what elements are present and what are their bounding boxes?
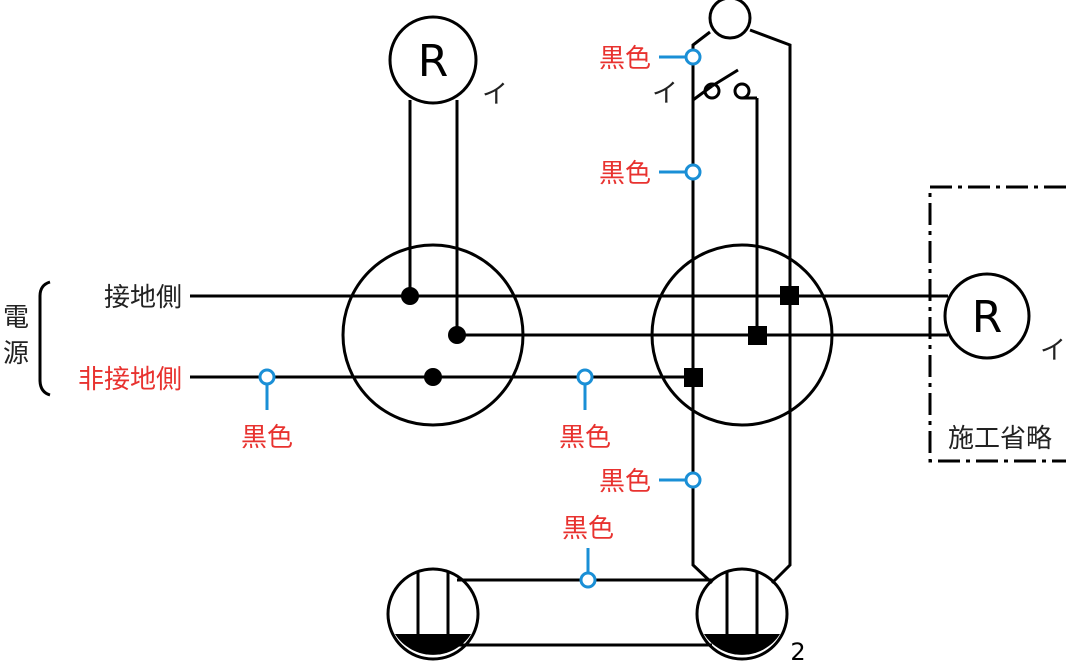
outlet-count-label: 2	[790, 638, 805, 666]
sleeve-right-grounded	[780, 286, 799, 305]
lamp-left: R	[388, 15, 478, 105]
power-source-label-bottom: 源	[3, 339, 29, 369]
svg-text:黒色: 黒色	[599, 159, 651, 189]
svg-text:黒色: 黒色	[241, 423, 293, 453]
grounded-side-label: 接地側	[104, 283, 182, 313]
lamp-right-symbol: R	[972, 292, 1003, 343]
outlet-right	[695, 567, 789, 661]
splice-left-grounded	[401, 287, 419, 305]
ungrounded-side-label: 非接地側	[78, 365, 182, 395]
marker-switch-upper: 黒色	[599, 44, 702, 74]
sleeve-right-ungrounded	[684, 368, 703, 387]
marker-outlet-link: 黒色	[562, 514, 614, 589]
lamp-right-tag: イ	[1040, 336, 1066, 366]
power-source-label-top: 電	[3, 303, 29, 333]
lamp-right: R	[943, 272, 1031, 360]
omitted-area-frame	[928, 185, 1066, 463]
outlet-left	[386, 567, 480, 661]
marker-riser: 黒色	[599, 467, 702, 497]
power-source-brace	[38, 280, 51, 397]
lamp-left-tag: イ	[482, 80, 508, 110]
lamp-left-symbol: R	[418, 36, 449, 87]
outer-loop-wire-left	[691, 30, 714, 585]
switch-tag: イ	[652, 79, 678, 109]
svg-text:黒色: 黒色	[599, 467, 651, 497]
splice-left-return	[448, 326, 466, 344]
switch	[703, 0, 752, 100]
omitted-area-label: 施工省略	[948, 424, 1052, 454]
marker-box-link: 黒色	[559, 368, 611, 453]
svg-text:黒色: 黒色	[562, 514, 614, 544]
marker-switch-lower: 黒色	[599, 159, 702, 189]
splice-left-ungrounded	[424, 368, 442, 386]
sleeve-right-return	[748, 326, 767, 345]
marker-source-ungrounded: 黒色	[241, 368, 293, 453]
svg-text:黒色: 黒色	[559, 423, 611, 453]
svg-text:黒色: 黒色	[599, 44, 651, 74]
